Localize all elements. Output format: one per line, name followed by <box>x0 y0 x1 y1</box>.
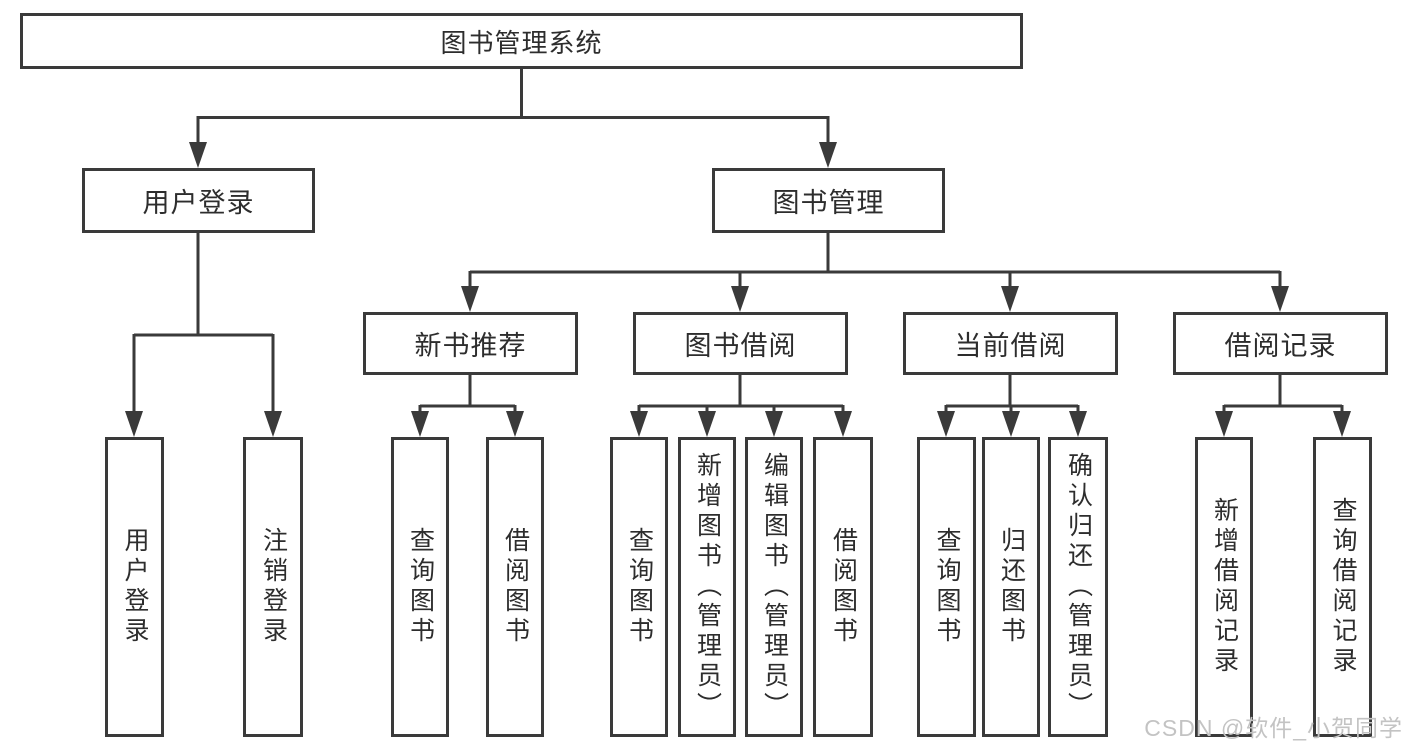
connector-borrow-records-to-leaves <box>1215 375 1351 437</box>
leaf-logout-label: 注销登录 <box>259 527 288 647</box>
node-borrow-records: 借阅记录 <box>1173 312 1388 375</box>
leaf-borrow-books: 借阅图书 <box>813 437 873 737</box>
leaf-borrow-books-label: 借阅图书 <box>829 527 858 647</box>
connector-book-management-to-level3 <box>461 233 1289 312</box>
node-book-management-label: 图书管理 <box>772 188 885 218</box>
csdn-watermark: CSDN @软件_小贺同学 <box>1144 715 1403 741</box>
leaf-borrow-query-books: 查询图书 <box>610 437 668 737</box>
leaf-logout: 注销登录 <box>243 437 303 737</box>
connector-current-borrow-to-leaves <box>937 375 1087 437</box>
node-user-login-label: 用户登录 <box>142 188 255 218</box>
leaf-edit-books-admin-label: 编辑图书（管理员） <box>760 452 789 722</box>
leaf-confirm-return-admin-label: 确认归还（管理员） <box>1064 452 1093 722</box>
leaf-borrow-query-books-label: 查询图书 <box>625 527 654 647</box>
node-book-borrow: 图书借阅 <box>633 312 848 375</box>
leaf-newbook-borrow-books-label: 借阅图书 <box>501 527 530 647</box>
leaf-newbook-query-books: 查询图书 <box>391 437 449 737</box>
leaf-add-borrow-record: 新增借阅记录 <box>1195 437 1253 737</box>
leaf-newbook-query-books-label: 查询图书 <box>406 527 435 647</box>
leaf-newbook-borrow-books: 借阅图书 <box>486 437 544 737</box>
connector-root-to-level2 <box>189 69 837 168</box>
node-book-borrow-label: 图书借阅 <box>684 331 797 361</box>
node-root-system: 图书管理系统 <box>20 13 1023 69</box>
leaf-current-query-books: 查询图书 <box>917 437 976 737</box>
node-new-book-recommend: 新书推荐 <box>363 312 578 375</box>
leaf-add-borrow-record-label: 新增借阅记录 <box>1210 497 1239 677</box>
connector-book-borrow-to-leaves <box>630 375 852 437</box>
node-user-login: 用户登录 <box>82 168 315 233</box>
leaf-current-query-books-label: 查询图书 <box>933 527 961 647</box>
leaf-query-borrow-record: 查询借阅记录 <box>1313 437 1372 737</box>
leaf-user-login: 用户登录 <box>105 437 164 737</box>
leaf-return-books: 归还图书 <box>982 437 1040 737</box>
node-borrow-records-label: 借阅记录 <box>1224 331 1337 361</box>
connector-user-login-to-leaves <box>125 233 282 437</box>
node-book-management: 图书管理 <box>712 168 945 233</box>
node-new-book-recommend-label: 新书推荐 <box>414 331 527 361</box>
leaf-user-login-label: 用户登录 <box>121 527 149 647</box>
leaf-query-borrow-record-label: 查询借阅记录 <box>1329 497 1357 677</box>
leaf-return-books-label: 归还图书 <box>997 527 1026 647</box>
leaf-add-books-admin-label: 新增图书（管理员） <box>693 452 722 722</box>
leaf-confirm-return-admin: 确认归还（管理员） <box>1048 437 1108 737</box>
node-current-borrow: 当前借阅 <box>903 312 1118 375</box>
connector-new-book-to-leaves <box>411 375 524 437</box>
node-current-borrow-label: 当前借阅 <box>954 331 1067 361</box>
leaf-edit-books-admin: 编辑图书（管理员） <box>745 437 803 737</box>
node-root-label: 图书管理系统 <box>440 27 603 58</box>
leaf-add-books-admin: 新增图书（管理员） <box>678 437 736 737</box>
